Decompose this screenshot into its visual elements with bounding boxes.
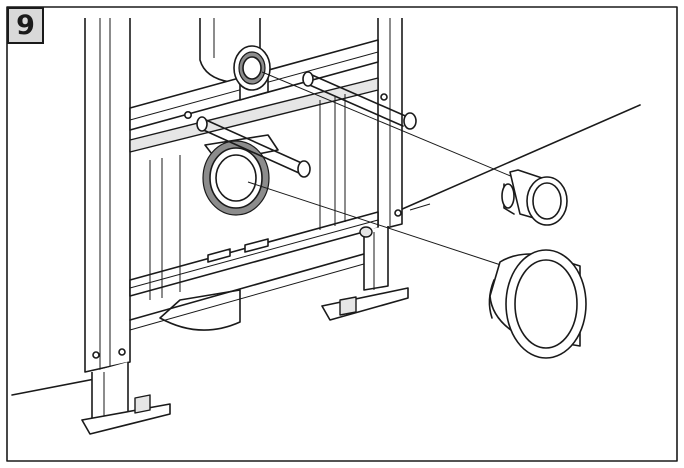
lower-support-rod <box>196 116 311 178</box>
figure-border <box>6 6 678 462</box>
guide-line-large-cap <box>247 181 511 269</box>
frame-lower-crossbar <box>129 211 379 297</box>
frame-right-upright <box>377 18 403 231</box>
frame-left-upright <box>84 18 131 373</box>
step-number: 9 <box>16 10 35 41</box>
frame-bottom-rail <box>129 249 379 331</box>
frame-inner-brackets <box>149 94 346 300</box>
large-pipe-cap <box>488 249 587 359</box>
step-number-badge: 9 <box>7 7 44 44</box>
upper-support-rod <box>302 71 417 130</box>
upper-pipe-connector <box>233 45 271 101</box>
left-foot <box>81 362 171 435</box>
guide-line-small-cap <box>261 71 521 181</box>
floor-line-left <box>11 377 101 396</box>
frame-middle-crossbar <box>129 77 379 153</box>
wall-floor-line-right <box>399 104 641 211</box>
right-foot <box>321 226 409 321</box>
lower-pipe-connector <box>202 134 279 216</box>
small-pipe-cap <box>501 169 568 226</box>
wall-line-detail <box>409 203 431 211</box>
